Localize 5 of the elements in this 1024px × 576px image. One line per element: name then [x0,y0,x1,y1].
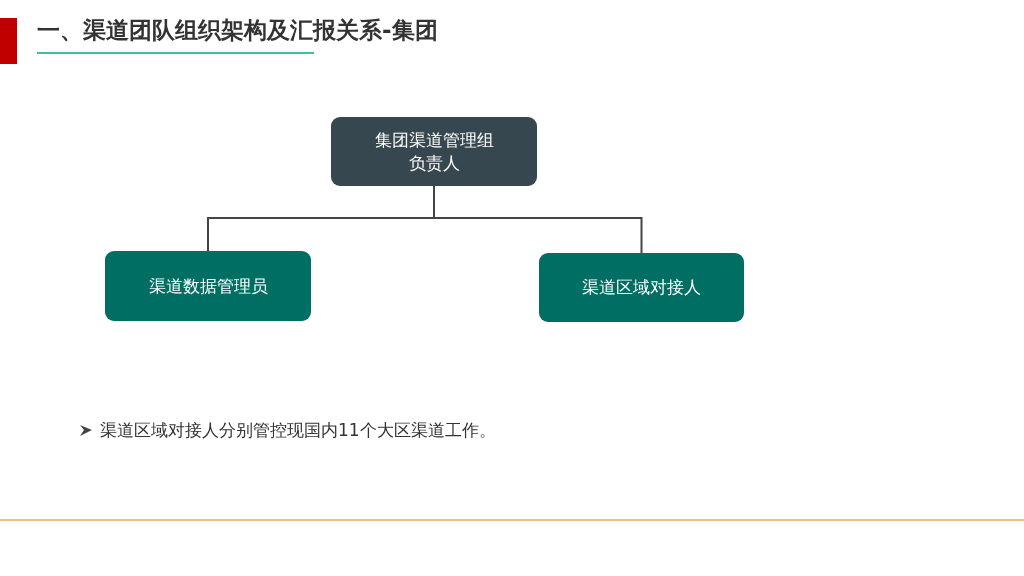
org-box: 渠道数据管理员 [105,251,311,321]
slide-title: 一、渠道团队组织架构及汇报关系-集团 [37,16,438,45]
org-box: 渠道区域对接人 [539,253,744,322]
note-text: 渠道区域对接人分别管控现国内11个大区渠道工作。 [100,419,496,442]
org-box: 集团渠道管理组负责人 [331,117,537,186]
